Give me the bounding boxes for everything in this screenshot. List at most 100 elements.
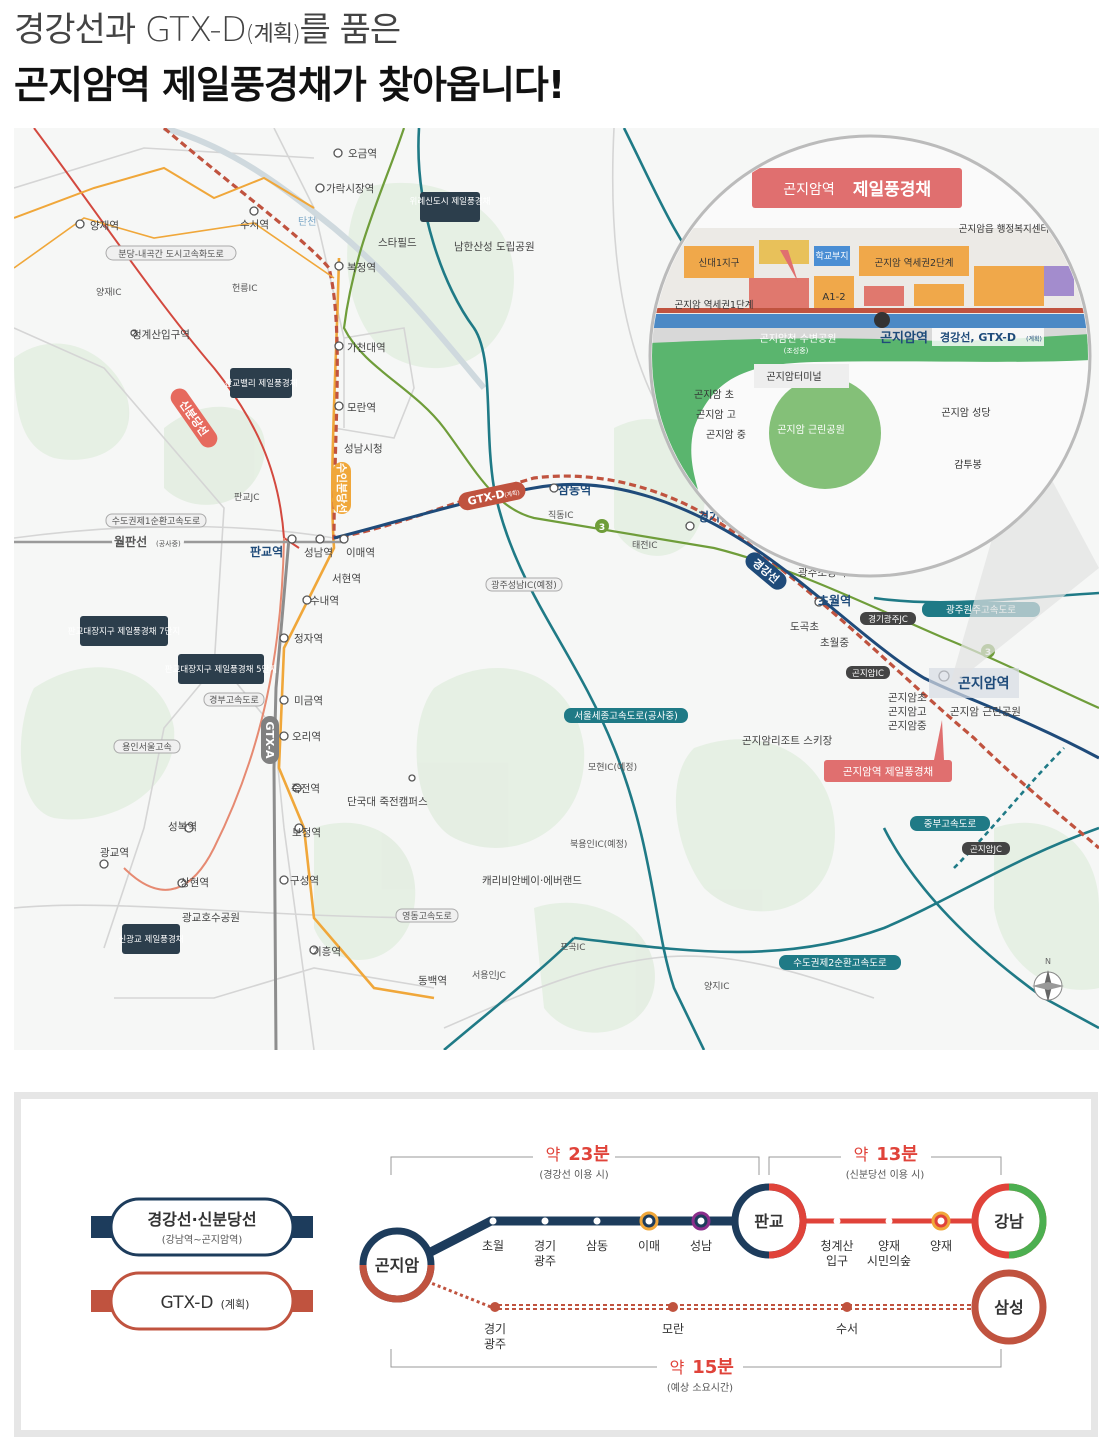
station-label: 죽전역	[291, 783, 320, 795]
svg-text:N: N	[1045, 957, 1051, 966]
svg-text:곤지암읍 행정복지센터: 곤지암읍 행정복지센터	[959, 223, 1049, 235]
svg-text:수인분당선: 수인분당선	[335, 463, 349, 514]
svg-text:판교대장지구 제일풍경채 5단지: 판교대장지구 제일풍경채 5단지	[165, 664, 277, 675]
svg-text:15분: 15분	[692, 1357, 734, 1378]
svg-text:곤지암IC: 곤지암IC	[852, 668, 884, 679]
svg-text:곤지암천 수변공원: 곤지암천 수변공원	[760, 333, 837, 345]
svg-text:약: 약	[670, 1358, 685, 1377]
station-label: 구성역	[290, 875, 319, 887]
svg-text:이매: 이매	[638, 1239, 660, 1253]
station-label: 가락시장역	[326, 183, 374, 195]
svg-text:경기광주: 경기광주	[534, 1239, 556, 1268]
route-diagram: 경강선·신분당선 (강남역~곤지암역) GTX-D (계획) 약 23분 (경강…	[91, 1142, 1047, 1394]
svg-text:23분: 23분	[568, 1144, 610, 1165]
station-label: 단국대 죽전캠퍼스	[347, 796, 428, 808]
zoom-title-bold: 제일풍경채	[853, 180, 931, 200]
legend-gyeonggang: 경강선·신분당선 (강남역~곤지암역)	[91, 1197, 313, 1257]
station-label: 가천대역	[347, 342, 386, 354]
legend-gtxd: GTX-D (계획)	[91, 1271, 313, 1331]
svg-text:(계획): (계획)	[221, 1298, 250, 1311]
svg-text:양재: 양재	[930, 1239, 952, 1253]
station-label: 광교역	[100, 847, 129, 859]
svg-text:삼동: 삼동	[586, 1239, 608, 1253]
svg-text:수도권제1순환고속도로: 수도권제1순환고속도로	[112, 515, 201, 527]
svg-text:약: 약	[546, 1145, 561, 1164]
poi-label: 곤지암초	[888, 692, 927, 704]
svg-text:경기광주JC: 경기광주JC	[868, 614, 908, 625]
svg-text:(경강선 이용 시): (경강선 이용 시)	[539, 1168, 608, 1181]
station-label: 캐리비안베이·에버랜드	[482, 875, 582, 887]
zoom-title-pre: 곤지암역	[783, 182, 835, 198]
svg-text:(강남역~곤지암역): (강남역~곤지암역)	[162, 1234, 243, 1246]
time-15: 약 15분 (예상 소요시간)	[667, 1357, 734, 1394]
svg-text:경기광주: 경기광주	[484, 1322, 506, 1351]
poi-label: 도곡초	[790, 621, 819, 633]
compass-icon: N	[1032, 957, 1064, 1002]
svg-text:북용인IC(예정): 북용인IC(예정)	[570, 839, 627, 850]
svg-text:성남: 성남	[690, 1239, 712, 1253]
svg-text:판교대장지구 제일풍경채 7단지: 판교대장지구 제일풍경채 7단지	[68, 626, 180, 637]
station-label: 광교호수공원	[182, 912, 240, 924]
poi-label: 곤지암고	[888, 706, 927, 718]
svg-text:판교: 판교	[754, 1212, 784, 1231]
station-label: 상현역	[180, 877, 209, 889]
station-label: 모란역	[347, 402, 376, 414]
zoom-inset: 곤지암역 제일풍경채 신대1지구 학교부지 곤지암 역세권2단계 곤지암 역세권…	[648, 134, 1092, 578]
station-label: 삼동역	[558, 482, 591, 497]
svg-text:13분: 13분	[876, 1144, 918, 1165]
station-label: 기흥역	[312, 945, 341, 958]
station-label: 오리역	[292, 731, 321, 743]
svg-text:(예상 소요시간): (예상 소요시간)	[667, 1382, 733, 1394]
station-label: 수내역	[310, 595, 339, 607]
svg-text:신대1지구: 신대1지구	[698, 258, 739, 269]
station-label: 수서역	[240, 219, 269, 231]
hub-samseong: 삼성	[971, 1269, 1047, 1345]
callouts: 위례신도시 제일풍경채 판교밸리 제일풍경채 판교대장지구 제일풍경채 7단지 …	[68, 192, 952, 954]
svg-text:감투봉: 감투봉	[954, 459, 982, 471]
svg-text:중부고속도로: 중부고속도로	[924, 819, 977, 830]
svg-text:약: 약	[854, 1145, 869, 1164]
svg-text:(계획): (계획)	[1026, 335, 1042, 343]
svg-text:곤지암 역세권1단계: 곤지암 역세권1단계	[675, 299, 754, 311]
river-label: 탄천	[298, 216, 316, 228]
svg-text:모란: 모란	[662, 1322, 684, 1336]
svg-text:헌릉IC: 헌릉IC	[232, 283, 258, 294]
svg-text:청계산입구: 청계산입구	[820, 1239, 853, 1268]
hub-gonjiam: 곤지암	[359, 1227, 435, 1303]
svg-text:곤지암JC: 곤지암JC	[970, 844, 1002, 855]
svg-text:판교JC: 판교JC	[234, 492, 260, 503]
svg-text:초월: 초월	[482, 1239, 504, 1253]
svg-text:곤지암 성당: 곤지암 성당	[941, 407, 990, 419]
svg-text:신광교 제일풍경채: 신광교 제일풍경채	[118, 934, 183, 945]
station-label: 판교역	[250, 544, 283, 559]
svg-text:분당-내곡간 도시고속화도로: 분당-내곡간 도시고속화도로	[118, 249, 223, 260]
station-label: 청계산입구역	[132, 328, 190, 341]
svg-text:경부고속도로: 경부고속도로	[209, 694, 259, 706]
svg-text:삼성: 삼성	[994, 1298, 1023, 1317]
line-badges: 신분당선 수인분당선 GTX-A GTX-D (계획) 경강선 월판선 (공사중…	[112, 388, 995, 764]
svg-text:곤지암 역세권2단계: 곤지암 역세권2단계	[875, 257, 954, 269]
svg-text:수서: 수서	[836, 1322, 858, 1336]
station-label: 복정역	[347, 262, 376, 274]
svg-text:(조성중): (조성중)	[784, 346, 809, 355]
svg-text:(신분당선 이용 시): (신분당선 이용 시)	[846, 1169, 925, 1181]
station-label: 성남역	[304, 547, 333, 559]
hub-gangnam: 강남	[971, 1183, 1047, 1259]
svg-text:용인서울고속: 용인서울고속	[122, 742, 172, 753]
svg-text:포곡IC: 포곡IC	[560, 942, 586, 953]
station-label: 오금역	[348, 148, 377, 160]
road-labels: 분당-내곡간 도시고속화도로 수도권제1순환고속도로 경부고속도로 용인서울고속…	[105, 245, 1040, 970]
svg-text:곤지암 중: 곤지암 중	[706, 429, 746, 441]
svg-text:곤지암터미널: 곤지암터미널	[766, 371, 821, 383]
area-map: 오금역 가락시장역 양재역 수서역 복정역 가천대역 모란역 성남시청 판교역 …	[14, 128, 1099, 1050]
svg-text:GTX-D: GTX-D	[161, 1293, 214, 1313]
svg-text:GTX-A: GTX-A	[263, 721, 276, 758]
station-label: 성복역	[168, 821, 197, 833]
svg-text:경강선·신분당선: 경강선·신분당선	[147, 1210, 256, 1229]
station-label: 서현역	[332, 573, 361, 585]
time-23: 약 23분 (경강선 이용 시)	[539, 1144, 609, 1181]
